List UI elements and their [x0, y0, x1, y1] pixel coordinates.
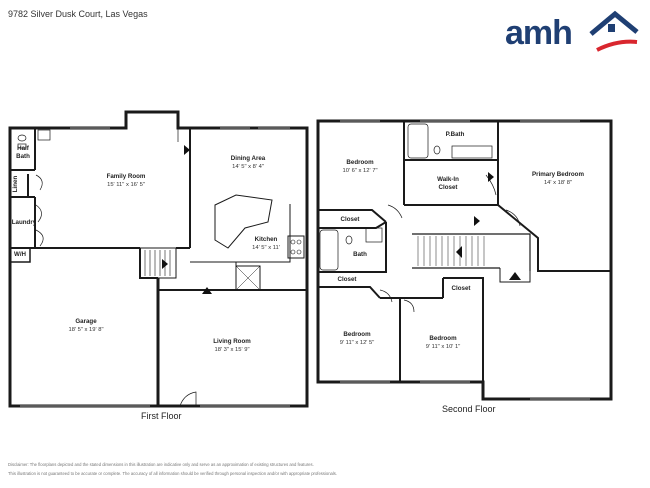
room-label-dining-area: Dining Area [231, 155, 266, 162]
room-closet-3: Closet [452, 285, 471, 292]
room-label-bath: Bath [353, 251, 367, 258]
room-label-primary-bedroom: Primary Bedroom [532, 171, 584, 178]
room-primary-bedroom: Primary Bedroom 14' x 18' 8" [532, 171, 584, 186]
room-label-walk-in-closet: Closet [439, 184, 458, 191]
room-label-half-bath: Half [17, 145, 30, 152]
room-garage: Garage 18' 5" x 19' 8" [68, 318, 103, 333]
room-linen: Linen [12, 176, 19, 193]
room-label-closet-1: Closet [341, 216, 360, 223]
disclaimer-line-1: Disclaimer: The floorplans depicted and … [8, 462, 314, 467]
room-living-room: Living Room 18' 3" x 15' 9" [213, 338, 251, 353]
room-label-p-bath: P.Bath [446, 131, 465, 138]
room-bedroom-1: Bedroom 10' 6" x 12' 7" [342, 159, 377, 174]
room-family-room: Family Room 15' 11" x 16' 5" [107, 173, 146, 188]
disclaimer-line-2: This illustration is not guaranteed to b… [8, 471, 338, 476]
room-label-bedroom-3: Bedroom [429, 335, 457, 342]
room-dimension-family-room: 15' 11" x 16' 5" [107, 182, 145, 188]
amh-logo: amh [505, 10, 640, 52]
room-dimension-bedroom-1: 10' 6" x 12' 7" [342, 168, 377, 174]
room-closet-1: Closet [341, 216, 360, 223]
room-dimension-bedroom-2: 9' 11" x 12' 5" [340, 340, 375, 346]
room-bedroom-2: Bedroom 9' 11" x 12' 5" [340, 331, 375, 346]
property-address: 9782 Silver Dusk Court, Las Vegas [8, 9, 148, 19]
room-wh: W/H [14, 251, 27, 258]
room-label-garage: Garage [75, 318, 97, 325]
room-label-kitchen: Kitchen [255, 236, 278, 243]
room-label-walk-in-closet: Walk-In [437, 176, 459, 183]
room-dimension-bedroom-3: 9' 11" x 10' 1" [426, 344, 461, 350]
logo-text: amh [505, 14, 573, 52]
room-label-bedroom-1: Bedroom [346, 159, 374, 166]
room-closet-2: Closet [338, 276, 357, 283]
room-dining-area: Dining Area 14' 5" x 8' 4" [231, 155, 266, 170]
room-dimension-primary-bedroom: 14' x 18' 8" [544, 180, 572, 186]
logo-roof-icon [589, 10, 639, 52]
stair-arrows [162, 145, 521, 294]
room-label-closet-2: Closet [338, 276, 357, 283]
room-label-living-room: Living Room [213, 338, 251, 345]
room-bedroom-3: Bedroom 9' 11" x 10' 1" [426, 335, 461, 350]
room-label-bedroom-2: Bedroom [343, 331, 371, 338]
room-bath: Bath [353, 251, 367, 258]
room-p-bath: P.Bath [446, 131, 465, 138]
floor-label-first: First Floor [141, 411, 182, 421]
room-laundry: Laundry [12, 219, 37, 226]
room-dimension-kitchen: 14' 5" x 11' [252, 245, 280, 251]
room-label-laundry: Laundry [12, 219, 37, 226]
room-label-linen: Linen [12, 176, 19, 193]
room-label-closet-3: Closet [452, 285, 471, 292]
floor-label-second: Second Floor [442, 404, 496, 414]
room-dimension-living-room: 18' 3" x 15' 9" [214, 347, 249, 353]
room-label-wh: W/H [14, 251, 27, 258]
room-kitchen: Kitchen 14' 5" x 11' [252, 236, 280, 251]
room-label-half-bath: Bath [16, 153, 30, 160]
room-dimension-garage: 18' 5" x 19' 8" [68, 327, 103, 333]
room-label-family-room: Family Room [107, 173, 146, 180]
room-dimension-dining-area: 14' 5" x 8' 4" [232, 164, 264, 170]
